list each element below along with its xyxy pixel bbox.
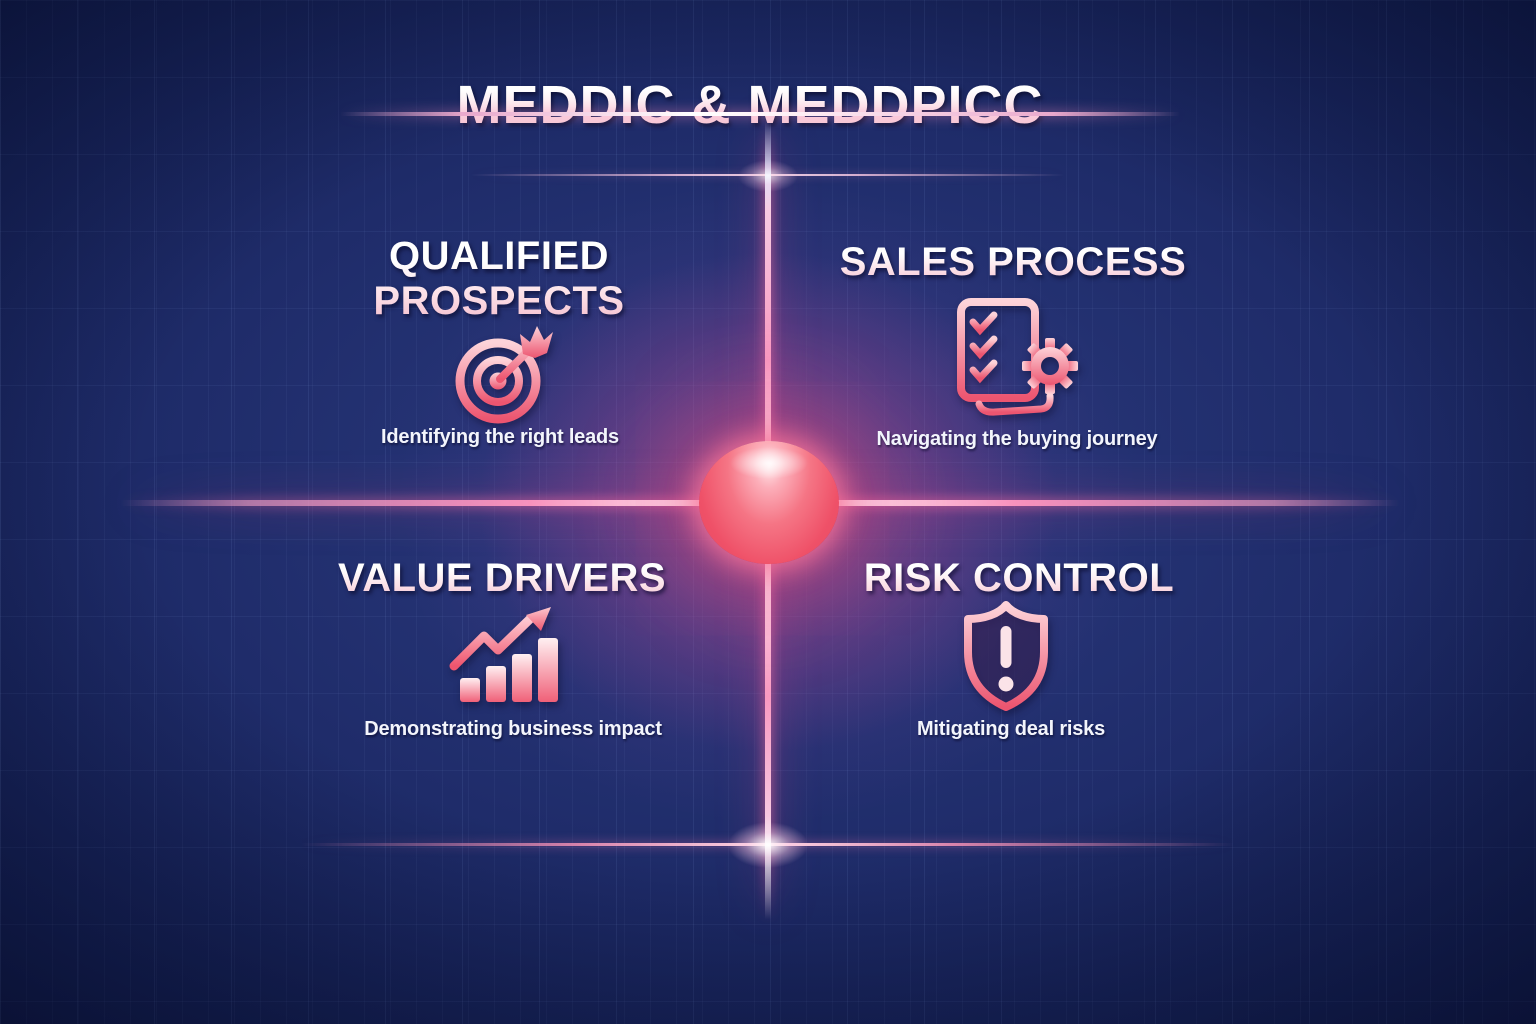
quadrant-title-value-drivers: VALUE DRIVERS <box>337 556 667 600</box>
quadrant-title-qualified-prospects: QUALIFIED PROSPECTS <box>344 234 654 324</box>
quadrant-subtitle-sales-process: Navigating the buying journey <box>876 428 1158 450</box>
title-underline <box>340 112 1180 116</box>
quadrant-subtitle-qualified-prospects: Identifying the right leads <box>381 426 619 448</box>
page-title: MEDDIC & MEDDPICC <box>456 75 1044 136</box>
bar-chart-growth-icon <box>448 604 568 715</box>
center-orb <box>699 441 839 564</box>
target-icon <box>453 326 553 431</box>
quadrant-subtitle-risk-control: Mitigating deal risks <box>916 718 1106 740</box>
quadrant-title-risk-control: RISK CONTROL <box>863 556 1175 600</box>
shield-alert-icon <box>956 600 1056 717</box>
checklist-gear-icon <box>945 296 1079 425</box>
quadrant-subtitle-value-drivers: Demonstrating business impact <box>364 718 662 740</box>
quadrant-title-sales-process: SALES PROCESS <box>839 240 1187 284</box>
